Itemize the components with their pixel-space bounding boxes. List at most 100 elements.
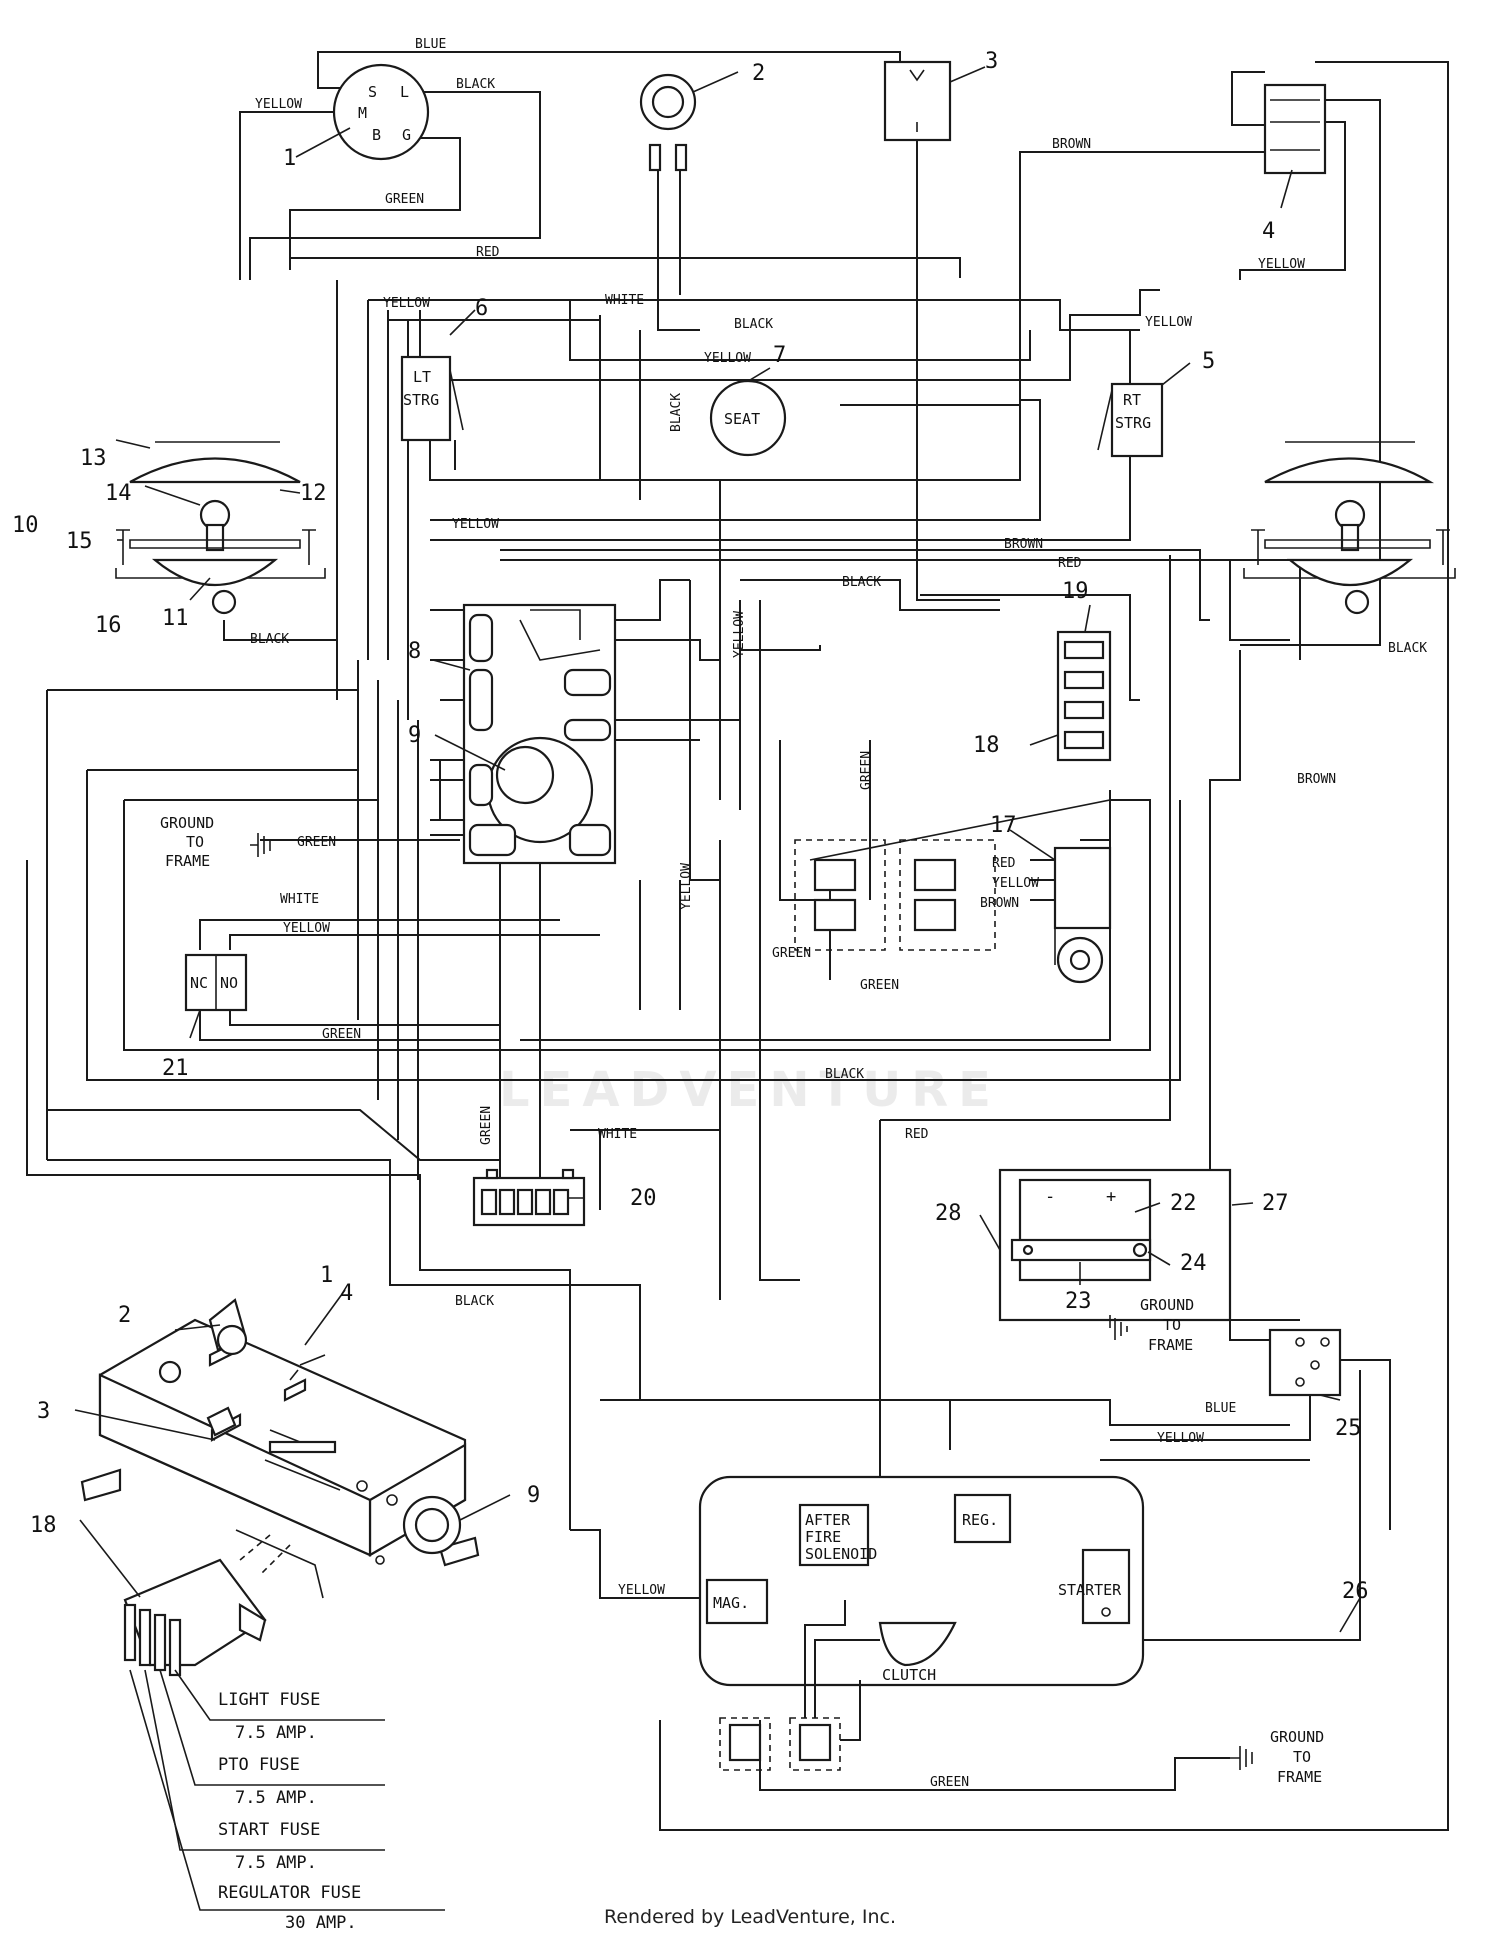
callout-27: 27 bbox=[1262, 1191, 1289, 1216]
wire-label-group: BLUE BLACK YELLOW GREEN RED BROWN YELLOW… bbox=[250, 37, 1427, 1790]
dash-callout-4: 4 bbox=[340, 1281, 353, 1306]
control-module bbox=[462, 603, 617, 865]
rt-label: RT bbox=[1123, 391, 1141, 409]
callout-25: 25 bbox=[1335, 1416, 1362, 1441]
wire-label: BLACK bbox=[825, 1067, 864, 1082]
wire-label: RED bbox=[1058, 556, 1082, 571]
callout-4: 4 bbox=[1262, 219, 1275, 244]
lt-label: LT bbox=[413, 368, 431, 386]
callout-22: 22 bbox=[1170, 1191, 1197, 1216]
fuse-legend: LIGHT FUSE 7.5 AMP. PTO FUSE 7.5 AMP. ST… bbox=[218, 1690, 361, 1933]
ground-label-1: GROUND TO FRAME bbox=[160, 814, 214, 870]
wire-label: GREEN bbox=[930, 1775, 969, 1790]
svg-text:FRAME: FRAME bbox=[1277, 1768, 1322, 1786]
mag-label: MAG. bbox=[713, 1594, 749, 1612]
wire-label: YELLOW bbox=[255, 97, 302, 112]
wire-label: GREEN bbox=[860, 978, 899, 993]
callout-10: 10 bbox=[12, 513, 39, 538]
wire-label: BLUE bbox=[1205, 1401, 1236, 1416]
wire-label: WHITE bbox=[598, 1127, 637, 1142]
wire-label: WHITE bbox=[280, 892, 319, 907]
wire-label: BLACK bbox=[669, 393, 684, 432]
lt-strg-switch: LT STRG bbox=[400, 355, 464, 442]
callout-24: 24 bbox=[1180, 1251, 1207, 1276]
callout-15: 15 bbox=[66, 529, 93, 554]
wire-label: YELLOW bbox=[704, 351, 751, 366]
callout-19: 19 bbox=[1062, 579, 1089, 604]
wire-label: YELLOW bbox=[992, 876, 1039, 891]
callout-numbers: 1 2 3 4 5 6 7 8 9 10 11 12 13 14 15 16 1… bbox=[12, 49, 1369, 1604]
svg-text:TO: TO bbox=[1163, 1316, 1181, 1334]
clutch-connectors bbox=[719, 1600, 880, 1771]
terminal-g: G bbox=[402, 126, 411, 144]
rt-strg-label: STRG bbox=[1115, 414, 1151, 432]
dash-callout-1: 1 bbox=[320, 1263, 333, 1288]
wire-label: GREEN bbox=[322, 1027, 361, 1042]
wire-label: BROWN bbox=[1052, 137, 1091, 152]
terminal-b: B bbox=[372, 126, 381, 144]
fuse-name: LIGHT FUSE bbox=[218, 1690, 320, 1710]
callout-6: 6 bbox=[475, 296, 488, 321]
svg-text:TO: TO bbox=[1293, 1748, 1311, 1766]
wire-label: BLACK bbox=[250, 632, 289, 647]
after-fire-label: AFTER bbox=[805, 1511, 851, 1529]
terminal-l: L bbox=[400, 83, 409, 101]
svg-text:GROUND: GROUND bbox=[160, 814, 214, 832]
reg-label: REG. bbox=[962, 1511, 998, 1529]
wire-label: BROWN bbox=[1004, 537, 1043, 552]
callout-5: 5 bbox=[1202, 349, 1215, 374]
fuse-name: PTO FUSE bbox=[218, 1755, 300, 1775]
nc-label: NC bbox=[190, 974, 208, 992]
dash-callout-3: 3 bbox=[37, 1399, 50, 1424]
dash-callout-9: 9 bbox=[527, 1483, 540, 1508]
fuse-rating: 7.5 AMP. bbox=[235, 1788, 317, 1808]
fuse-rating: 30 AMP. bbox=[285, 1913, 357, 1933]
lt-strg-label: STRG bbox=[403, 391, 439, 409]
wire-label: BROWN bbox=[980, 896, 1019, 911]
wire-label: YELLOW bbox=[1145, 315, 1192, 330]
wire-label: BROWN bbox=[1297, 772, 1336, 787]
wire-label: BLACK bbox=[842, 575, 881, 590]
ground-symbol-2 bbox=[1109, 1315, 1128, 1340]
ground-label-2: GROUND TO FRAME bbox=[1140, 1296, 1194, 1354]
callout-leaders bbox=[115, 66, 1361, 1633]
svg-text:TO: TO bbox=[186, 833, 204, 851]
terminal-m: M bbox=[358, 104, 367, 122]
callout-2: 2 bbox=[752, 61, 765, 86]
callout-23: 23 bbox=[1065, 1289, 1092, 1314]
fuse-rating: 7.5 AMP. bbox=[235, 1723, 317, 1743]
wire-label: RED bbox=[992, 856, 1016, 871]
dash-callout-18: 18 bbox=[30, 1513, 57, 1538]
clutch-label: CLUTCH bbox=[882, 1666, 936, 1684]
wire-label: GREEN bbox=[385, 192, 424, 207]
wire-label: YELLOW bbox=[1157, 1431, 1204, 1446]
rocker-switch bbox=[883, 60, 952, 142]
rt-strg-switch: RT STRG bbox=[1097, 382, 1164, 458]
battery-box: - + bbox=[998, 1168, 1232, 1322]
wire-label: WHITE bbox=[605, 293, 644, 308]
callout-9: 9 bbox=[408, 723, 421, 748]
no-label: NO bbox=[220, 974, 238, 992]
callout-12: 12 bbox=[300, 481, 327, 506]
seat-label: SEAT bbox=[724, 410, 760, 428]
wire-label: YELLOW bbox=[618, 1583, 665, 1598]
ground-label-3: GROUND TO FRAME bbox=[1270, 1728, 1324, 1786]
credit-text: Rendered by LeadVenture, Inc. bbox=[603, 1906, 897, 1928]
wire-label: YELLOW bbox=[732, 611, 747, 658]
engine-outline: AFTER FIRE SOLENOID REG. MAG. STARTER CL… bbox=[698, 1475, 1145, 1687]
wire-label: YELLOW bbox=[283, 921, 330, 936]
callout-16: 16 bbox=[95, 613, 122, 638]
fuse-name: START FUSE bbox=[218, 1820, 320, 1840]
callout-20: 20 bbox=[630, 1186, 657, 1211]
svg-text:GROUND: GROUND bbox=[1140, 1296, 1194, 1314]
wire-label: YELLOW bbox=[383, 296, 430, 311]
callout-26: 26 bbox=[1342, 1579, 1369, 1604]
callout-28: 28 bbox=[935, 1201, 962, 1226]
toggle-switch-4 bbox=[1263, 83, 1327, 175]
wire-label: BLACK bbox=[455, 1294, 494, 1309]
callout-7: 7 bbox=[773, 343, 786, 368]
fuse-rating: 7.5 AMP. bbox=[235, 1853, 317, 1873]
wire-label: GREEN bbox=[859, 751, 874, 790]
callout-13: 13 bbox=[80, 446, 107, 471]
